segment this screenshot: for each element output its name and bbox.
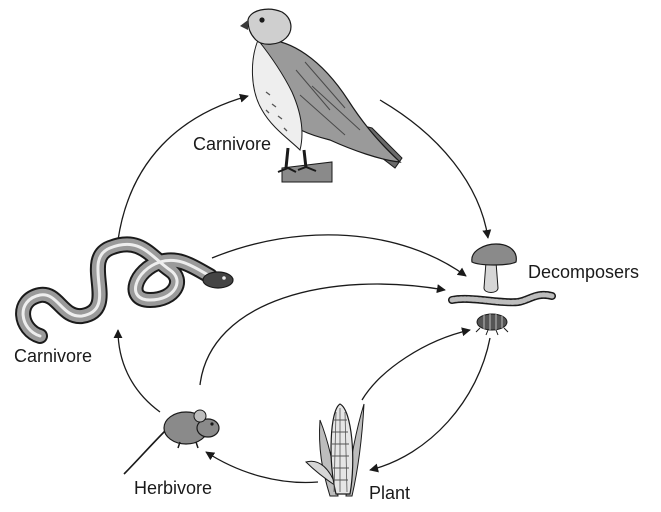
mushroom-icon <box>472 244 516 293</box>
hawk-icon <box>240 9 402 182</box>
herbivore-label: Herbivore <box>134 478 212 498</box>
mouse-icon <box>124 410 219 474</box>
arrow-plant-to-herbivore <box>206 452 318 482</box>
arrow-hawk-to-decomposers <box>380 100 488 238</box>
decomposers-label: Decomposers <box>528 262 639 282</box>
arrow-decomposers-to-plant <box>370 338 490 470</box>
decomposers-group <box>452 244 552 335</box>
snake-icon <box>23 244 233 336</box>
arrow-herbivore-to-snake <box>118 330 160 412</box>
arrow-plant-to-decomposers <box>362 330 470 400</box>
snake-label: Carnivore <box>14 346 92 366</box>
hawk-label: Carnivore <box>193 134 271 154</box>
pill-bug-icon <box>476 314 508 335</box>
worm-icon <box>452 295 552 302</box>
arrow-snake-to-decomposers <box>212 235 466 276</box>
arrow-snake-to-hawk <box>118 96 248 240</box>
arrow-herbivore-to-decomposers <box>200 284 445 385</box>
plant-label: Plant <box>369 483 410 503</box>
